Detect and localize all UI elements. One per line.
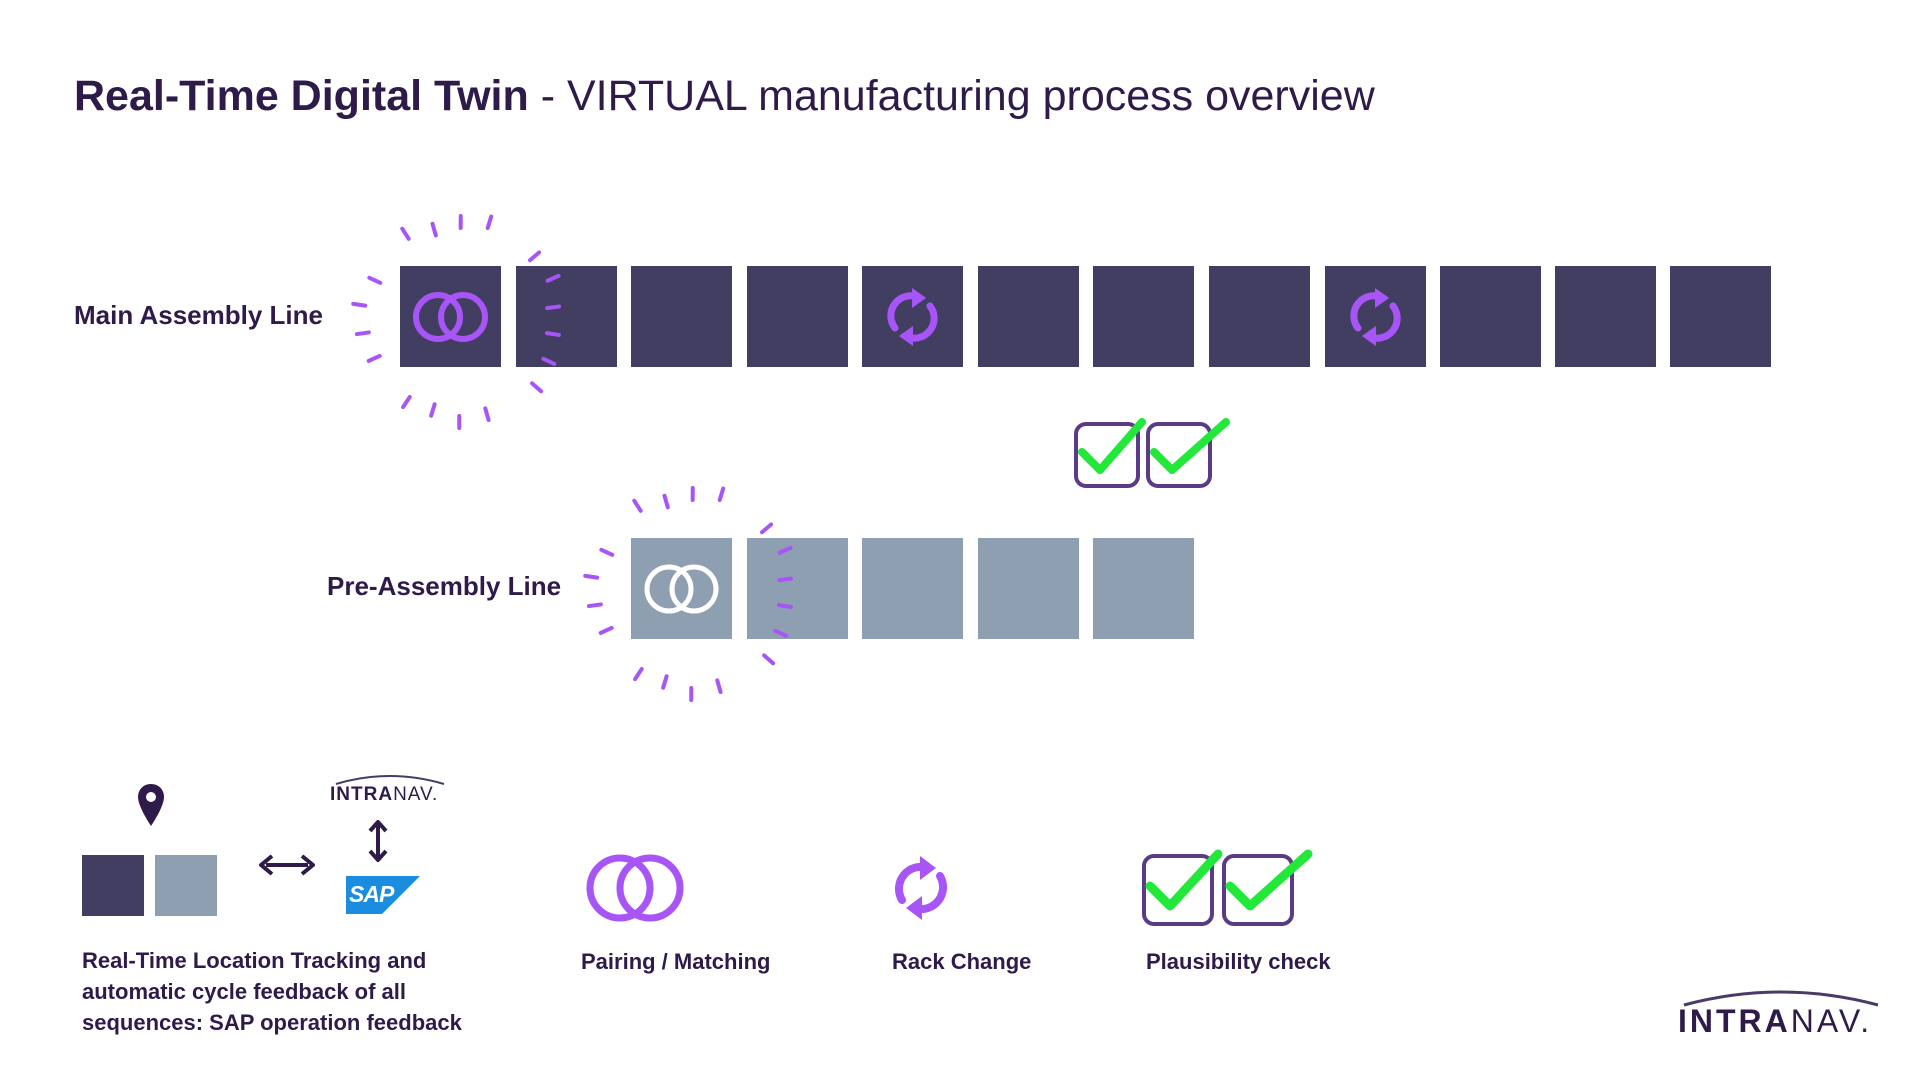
legend-pre-box	[155, 855, 217, 916]
legend-rack-change-label: Rack Change	[892, 949, 1032, 974]
main-station-10	[1440, 266, 1541, 367]
legend-plausibility-label: Plausibility check	[1146, 949, 1331, 974]
pre-station-1	[631, 538, 732, 639]
burst-dash	[598, 625, 614, 635]
burst-dash	[762, 653, 776, 666]
burst-dash	[527, 250, 542, 263]
main-station-2	[516, 266, 617, 367]
sap-logo: SAP	[346, 876, 420, 914]
burst-dash	[401, 395, 412, 410]
title-subtitle: - VIRTUAL manufacturing process overview	[528, 72, 1375, 120]
main-station-7	[1093, 266, 1194, 367]
main-station-9	[1325, 266, 1426, 367]
legend-pairing-label: Pairing / Matching	[581, 949, 771, 974]
map-pin-icon	[138, 784, 164, 826]
pre-station-2	[747, 538, 848, 639]
pairing-icon	[644, 564, 719, 614]
main-station-12	[1670, 266, 1771, 367]
double-arrow-icon	[259, 854, 315, 876]
intranav-logo-small: INTRANAV.	[330, 772, 450, 812]
burst-dash	[632, 498, 643, 513]
burst-dash	[662, 493, 670, 510]
main-station-8	[1209, 266, 1310, 367]
refresh-arrows-icon	[1350, 288, 1401, 346]
burst-dash	[530, 381, 544, 394]
main-station-5	[862, 266, 963, 367]
interlocking-rings-icon	[586, 854, 684, 922]
burst-dash	[351, 301, 368, 308]
pre-station-4	[978, 538, 1079, 639]
legend-main-box	[82, 855, 144, 916]
pre-station-3	[862, 538, 963, 639]
refresh-arrows-icon	[887, 288, 938, 346]
title-main: Real-Time Digital Twin	[74, 72, 529, 120]
page-title: Real-Time Digital Twin - VIRTUAL manufac…	[74, 72, 1375, 121]
burst-dash	[715, 678, 723, 694]
burst-dash	[583, 573, 600, 580]
burst-dash	[429, 402, 437, 418]
main-assembly-line-label: Main Assembly Line	[74, 300, 323, 330]
burst-dash	[661, 674, 669, 690]
main-station-1	[400, 266, 501, 367]
burst-dash	[400, 226, 411, 241]
refresh-arrows-icon	[894, 856, 948, 920]
burst-dash	[430, 221, 438, 238]
main-station-3	[631, 266, 732, 367]
main-station-11	[1555, 266, 1656, 367]
burst-dash	[599, 547, 615, 557]
burst-dash	[366, 353, 382, 363]
burst-dash	[759, 522, 774, 535]
checkbox-checked-icon	[1142, 849, 1313, 926]
burst-dash	[633, 667, 644, 682]
burst-dash	[354, 330, 371, 337]
pre-station-5	[1093, 538, 1194, 639]
main-station-6	[978, 266, 1079, 367]
burst-dash	[483, 406, 491, 422]
burst-dash	[485, 214, 494, 231]
burst-dash	[367, 275, 383, 285]
vertical-double-arrow-icon	[368, 820, 388, 862]
legend-tracking-label: Real-Time Location Tracking and automati…	[82, 948, 462, 1035]
plausibility-check-indicator	[1074, 418, 1230, 488]
pre-assembly-line-label: Pre-Assembly Line	[327, 571, 562, 601]
intranav-logo: INTRANAV.	[1676, 985, 1886, 1045]
main-station-4	[747, 266, 848, 367]
burst-dash	[717, 486, 726, 503]
burst-dash	[586, 602, 603, 609]
pairing-icon	[413, 292, 488, 342]
